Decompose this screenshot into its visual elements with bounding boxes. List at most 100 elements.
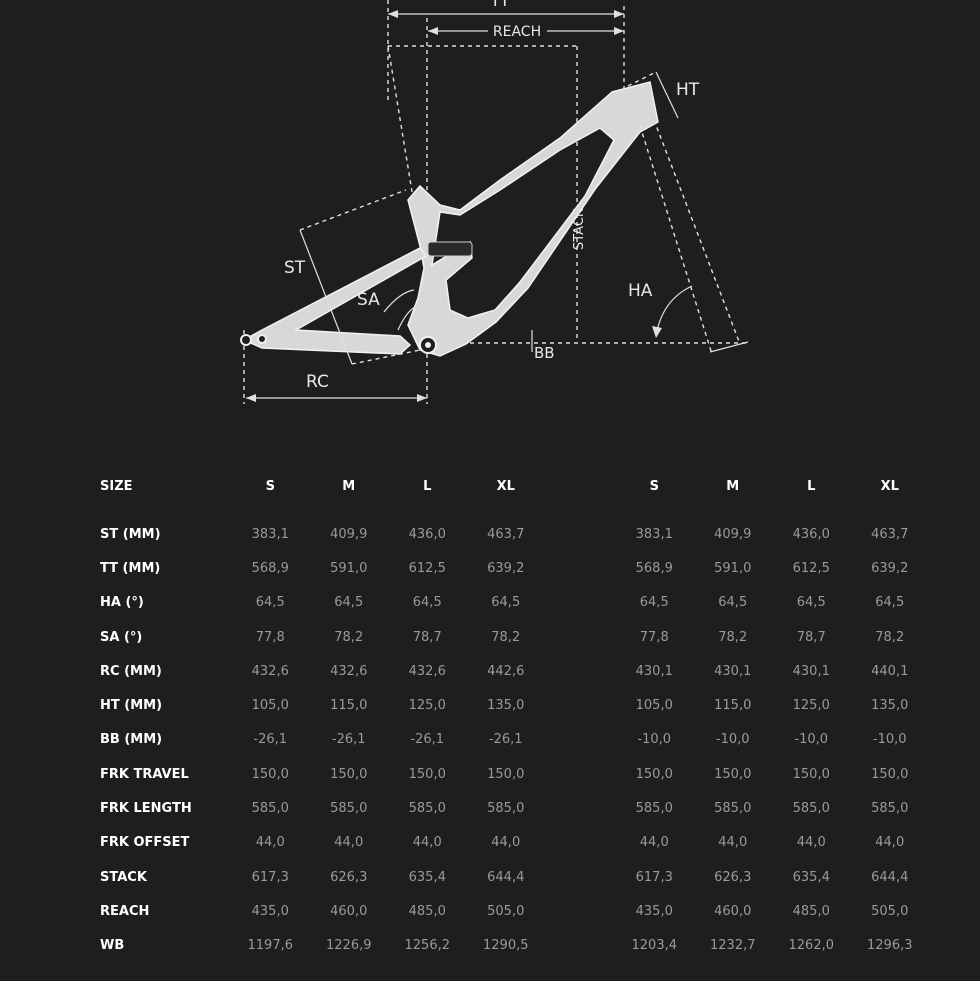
- tt-label: TT: [489, 0, 509, 10]
- table-cell: 568,9: [635, 560, 673, 576]
- table-cell: 1232,7: [710, 938, 756, 954]
- rear-axle: [240, 334, 252, 346]
- table-cell: 77,8: [639, 629, 669, 645]
- table-cell: 430,1: [792, 663, 830, 679]
- table-cell: 78,2: [334, 629, 364, 645]
- table-cell: 505,0: [871, 903, 909, 919]
- table-row: BB (MM)-26,1-26,1-26,1-26,1-10,0-10,0-10…: [100, 723, 929, 757]
- size-header: SIZE: [100, 478, 133, 494]
- table-cell: 105,0: [635, 698, 673, 714]
- row-label: TT (MM): [100, 560, 161, 576]
- frame-geometry-diagram: TT REACH STACK HT HA ST SA BB: [240, 0, 750, 404]
- table-cell: 635,4: [792, 869, 830, 885]
- table-cell: 115,0: [330, 698, 368, 714]
- row-label: SA (°): [100, 629, 143, 645]
- table-cell: -10,0: [794, 732, 829, 748]
- row-label: WB: [100, 938, 125, 954]
- table-cell: 150,0: [871, 766, 909, 782]
- table-cell: 435,0: [635, 903, 673, 919]
- size-xl-header: XL: [880, 478, 899, 494]
- table-cell: 432,6: [251, 663, 289, 679]
- table-cell: 612,5: [792, 560, 830, 576]
- table-cell: 1256,2: [404, 938, 451, 954]
- table-cell: 64,5: [255, 595, 285, 611]
- table-cell: 460,0: [330, 903, 368, 919]
- table-cell: 44,0: [796, 835, 826, 851]
- table-cell: 1203,4: [631, 938, 678, 954]
- table-row: FRK TRAVEL 150,0 150,0 150,0 150,0 150,0 150,0…: [100, 757, 929, 791]
- table-cell: 639,2: [871, 560, 909, 576]
- table-cell: -10,0: [715, 732, 750, 748]
- table-cell: 125,0: [408, 698, 446, 714]
- table-cell: 64,5: [334, 595, 364, 611]
- table-cell: 1197,6: [247, 938, 294, 954]
- table-cell: 617,3: [251, 869, 289, 885]
- table-cell: 435,0: [251, 903, 289, 919]
- row-label: BB (MM): [100, 732, 163, 748]
- table-cell: 150,0: [635, 766, 673, 782]
- table-cell: -26,1: [488, 732, 523, 748]
- table-cell: 64,5: [639, 595, 669, 611]
- table-cell: 1226,9: [326, 938, 372, 954]
- table-cell: 612,5: [408, 560, 446, 576]
- bike-frame: [407, 81, 659, 357]
- table-cell: 1290,5: [483, 938, 529, 954]
- st-dimension-line: [299, 229, 353, 365]
- table-cell: 460,0: [714, 903, 752, 919]
- table-cell: 585,0: [330, 801, 368, 817]
- table-cell: 644,4: [871, 869, 909, 885]
- table-cell: 150,0: [330, 766, 368, 782]
- table-cell: 150,0: [792, 766, 830, 782]
- table-cell: 64,5: [875, 595, 905, 611]
- table-cell: 383,1: [635, 526, 673, 542]
- sa-label: SA: [357, 290, 380, 310]
- table-cell: 150,0: [251, 766, 289, 782]
- size-l-header: L: [807, 478, 816, 494]
- rear-shock: [427, 241, 473, 257]
- table-cell: 44,0: [875, 835, 905, 851]
- table-cell: 115,0: [714, 698, 752, 714]
- table-cell: 585,0: [487, 801, 525, 817]
- table-cell: 409,9: [330, 526, 368, 542]
- table-cell: 432,6: [330, 663, 368, 679]
- size-m-header: M: [726, 478, 740, 494]
- table-cell: 644,4: [487, 869, 525, 885]
- table-cell: 64,5: [491, 595, 521, 611]
- table-cell: 150,0: [487, 766, 525, 782]
- table-cell: 78,2: [718, 629, 748, 645]
- table-cell: 635,4: [408, 869, 446, 885]
- bb-label: BB: [534, 344, 555, 362]
- table-cell: 591,0: [330, 560, 368, 576]
- table-cell: 626,3: [330, 869, 368, 885]
- table-cell: 626,3: [714, 869, 752, 885]
- table-cell: 44,0: [491, 835, 521, 851]
- table-cell: 442,6: [487, 663, 525, 679]
- table-cell: 77,8: [255, 629, 285, 645]
- table-cell: 78,7: [412, 629, 442, 645]
- table-cell: 78,2: [875, 629, 905, 645]
- table-cell: 44,0: [639, 835, 669, 851]
- ht-label: HT: [676, 80, 700, 100]
- size-l-header: L: [423, 478, 432, 494]
- row-label: ST (MM): [100, 526, 161, 542]
- row-label: FRK TRAVEL: [100, 766, 189, 782]
- table-cell: -26,1: [410, 732, 445, 748]
- st-label: ST: [284, 258, 306, 278]
- table-header-row: SIZE S M L XL S M L XL: [100, 470, 929, 502]
- table-cell: 64,5: [796, 595, 826, 611]
- size-s-header: S: [265, 478, 275, 494]
- row-label: FRK OFFSET: [100, 835, 190, 851]
- rear-triangle: [242, 247, 428, 355]
- table-cell: 505,0: [487, 903, 525, 919]
- size-s-header: S: [649, 478, 659, 494]
- table-cell: 436,0: [792, 526, 830, 542]
- table-cell: 409,9: [714, 526, 752, 542]
